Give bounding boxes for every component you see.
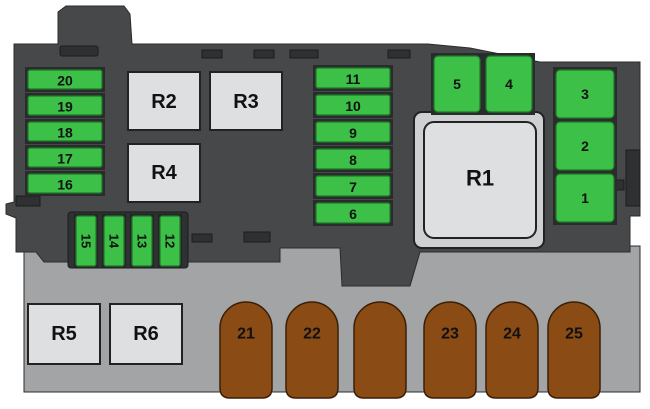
fuse-5-label: 5 [453,76,461,92]
fuse-22 [285,301,339,399]
relay-r4 [127,143,201,203]
fuse-19-label: 19 [57,99,73,115]
fuse-22-label: 22 [303,326,321,343]
fuse-14-label: 14 [107,234,122,249]
fuse-8 [315,148,391,170]
relay-r3 [209,71,283,131]
fuse-13-label: 13 [135,234,150,248]
fuse-14 [103,215,125,267]
connector-tab [59,45,99,57]
fuse-24 [485,301,539,399]
fuse-16 [27,173,103,194]
fuse-12-label: 12 [163,234,178,248]
connector-tab [387,49,411,59]
fuse-11-label: 11 [346,71,361,87]
fuse-23-label: 23 [441,326,459,343]
fuse-6 [315,202,391,224]
fuse-4 [485,55,533,113]
relay-r1 [423,121,537,239]
fuse-4-label: 4 [505,76,513,92]
relay-r2 [127,71,201,131]
fuse-17-label: 17 [57,151,73,167]
fuse-6-label: 6 [349,206,357,222]
fuse-16-label: 16 [57,177,73,193]
fuse-25 [547,301,601,399]
relay-r5-label: R5 [51,323,77,345]
relay-r3-label: R3 [233,91,259,113]
relay-r2-label: R2 [151,91,177,113]
fuse-unlabeled [353,301,407,399]
fuse-7 [315,175,391,197]
fuse-18 [27,121,103,142]
fuse-10 [315,94,391,116]
side-clip [625,149,641,207]
fuse-11 [315,67,391,89]
relay-r6 [109,303,183,365]
relay-r4-label: R4 [151,162,177,184]
fuse-13 [131,215,153,267]
fuse-21-label: 21 [237,326,255,343]
fuse-23 [423,301,477,399]
fuse-3-label: 3 [581,86,589,102]
relay-r6-label: R6 [133,323,159,345]
fuse-20 [27,69,103,90]
fuse-2 [555,121,615,171]
fuse-9-label: 9 [349,125,357,141]
fuse-2-label: 2 [581,138,589,154]
fuse-15-label: 15 [79,234,94,248]
relay-r5 [27,303,101,365]
fuse-12 [159,215,181,267]
fuse-1-label: 1 [581,190,589,206]
fuse-8-label: 8 [349,152,357,168]
fuse-5 [433,55,481,113]
connector-tab [201,49,223,59]
fuse-10-label: 10 [345,98,361,114]
fuse-19 [27,95,103,116]
connector-tab [289,49,319,59]
connector-tab [243,231,271,243]
fuse-17 [27,147,103,168]
fuse-9 [315,121,391,143]
fuse-24-label: 24 [503,326,521,343]
fuse-18-label: 18 [57,125,73,141]
fuse-3 [555,69,615,119]
relay-r1-label: R1 [466,166,494,191]
connector-tab [253,49,275,59]
fuse-20-label: 20 [57,73,73,89]
connector-tab [191,233,213,243]
side-clip [15,195,41,207]
fuse-1 [555,173,615,223]
fuse-21 [219,301,273,399]
fuse-25-label: 25 [565,326,583,343]
fuse-15 [75,215,97,267]
fuse-7-label: 7 [349,179,357,195]
